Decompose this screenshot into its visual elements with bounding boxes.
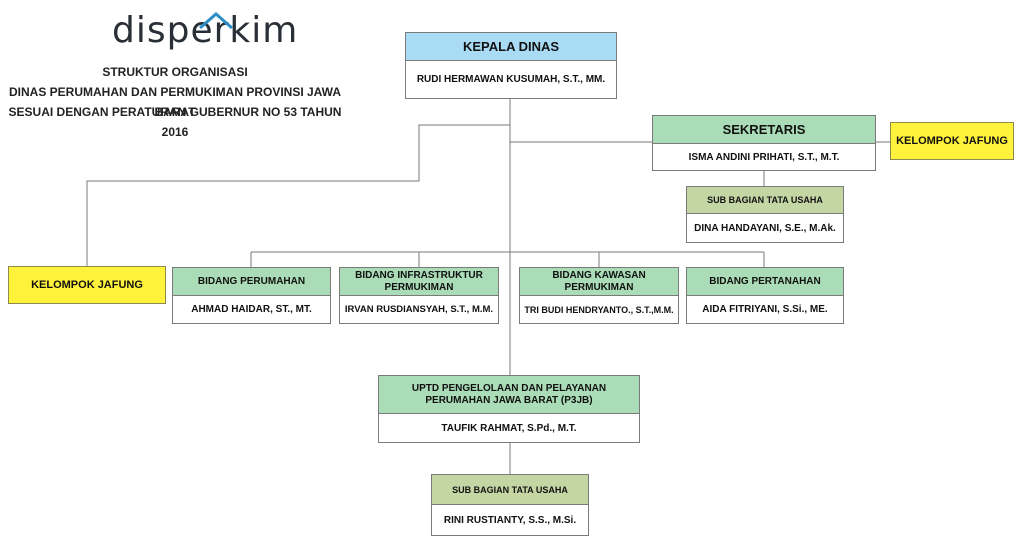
header-title: STRUKTUR ORGANISASI xyxy=(102,65,248,79)
bidang-perumahan-box: BIDANG PERUMAHAN AHMAD HAIDAR, ST., MT. xyxy=(172,267,331,324)
sub-bagian-uptd-title: SUB BAGIAN TATA USAHA xyxy=(432,475,588,505)
uptd-title: UPTD PENGELOLAAN DAN PELAYANAN PERUMAHAN… xyxy=(379,376,639,414)
roof-icon xyxy=(199,12,233,30)
kelompok-jafung-right: KELOMPOK JAFUNG xyxy=(890,122,1014,160)
bidang-kawasan-title: BIDANG KAWASAN PERMUKIMAN xyxy=(520,268,678,296)
bidang-perumahan-name: AHMAD HAIDAR, ST., MT. xyxy=(191,304,312,315)
header-subtitle-1: DINAS PERUMAHAN DAN PERMUKIMAN PROVINSI … xyxy=(8,85,342,119)
sub-bagian-uptd-name: RINI RUSTIANTY, S.S., M.Si. xyxy=(443,514,577,526)
bidang-infrastruktur-box: BIDANG INFRASTRUKTUR PERMUKIMAN IRVAN RU… xyxy=(339,267,499,324)
kepala-dinas-title: KEPALA DINAS xyxy=(406,33,616,61)
bidang-infrastruktur-title: BIDANG INFRASTRUKTUR PERMUKIMAN xyxy=(340,268,498,296)
sub-bagian-tata-usaha-sekretariat-box: SUB BAGIAN TATA USAHA DINA HANDAYANI, S.… xyxy=(686,186,844,243)
bidang-kawasan-box: BIDANG KAWASAN PERMUKIMAN TRI BUDI HENDR… xyxy=(519,267,679,324)
sub-bagian-tata-usaha-uptd-box: SUB BAGIAN TATA USAHA RINI RUSTIANTY, S.… xyxy=(431,474,589,536)
bidang-perumahan-title: BIDANG PERUMAHAN xyxy=(173,268,330,296)
connector xyxy=(86,124,510,266)
bidang-infrastruktur-name: IRVAN RUSDIANSYAH, S.T., M.M. xyxy=(344,304,494,315)
sub-bagian-sekretariat-name: DINA HANDAYANI, S.E., M.Ak. xyxy=(694,222,836,234)
sekretaris-title: SEKRETARIS xyxy=(653,116,875,144)
uptd-name: TAUFIK RAHMAT, S.Pd., M.T. xyxy=(441,422,577,434)
bidang-kawasan-name: TRI BUDI HENDRYANTO., S.T.,M.M. xyxy=(524,304,674,315)
sekretaris-name: ISMA ANDINI PRIHATI, S.T., M.T. xyxy=(688,151,840,163)
logo-text: disperkim xyxy=(112,10,299,51)
sub-bagian-sekretariat-title: SUB BAGIAN TATA USAHA xyxy=(687,187,843,214)
sekretaris-box: SEKRETARIS ISMA ANDINI PRIHATI, S.T., M.… xyxy=(652,115,876,171)
disperkim-logo: disperkim xyxy=(112,10,297,52)
bidang-pertanahan-box: BIDANG PERTANAHAN AIDA FITRIYANI, S.Si.,… xyxy=(686,267,844,324)
kepala-dinas-name: RUDI HERMAWAN KUSUMAH, S.T., MM. xyxy=(416,74,606,85)
kelompok-jafung-left: KELOMPOK JAFUNG xyxy=(8,266,166,304)
uptd-box: UPTD PENGELOLAAN DAN PELAYANAN PERUMAHAN… xyxy=(378,375,640,443)
kepala-dinas-box: KEPALA DINAS RUDI HERMAWAN KUSUMAH, S.T.… xyxy=(405,32,617,99)
bidang-pertanahan-title: BIDANG PERTANAHAN xyxy=(687,268,843,296)
bidang-pertanahan-name: AIDA FITRIYANI, S.Si., ME. xyxy=(702,304,828,315)
header-subtitle-2: SESUAI DENGAN PERATURAN GUBERNUR NO 53 T… xyxy=(8,105,342,139)
